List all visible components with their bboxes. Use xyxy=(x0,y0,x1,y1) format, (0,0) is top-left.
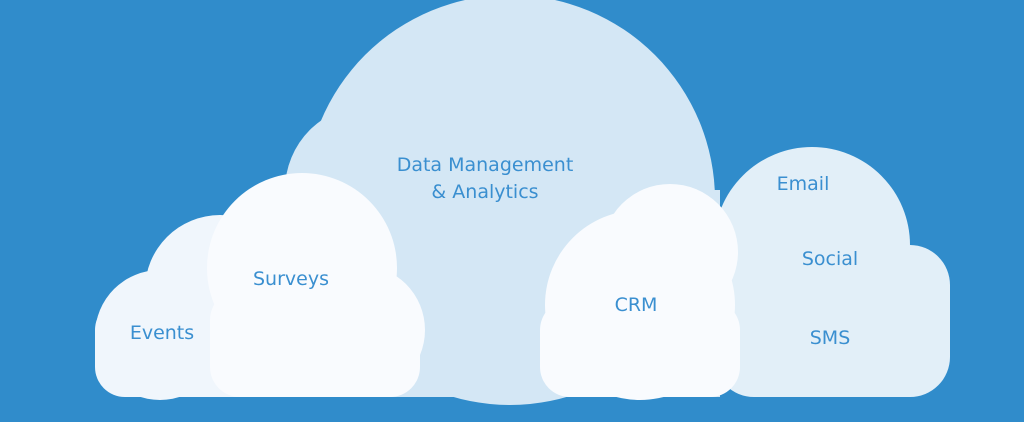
email-label: Email xyxy=(776,173,830,195)
events-label: Events xyxy=(129,322,195,344)
data-management-line2: & Analytics xyxy=(431,181,539,203)
surveys-label: Surveys xyxy=(253,268,329,290)
channels-cloud xyxy=(714,147,950,397)
surveys-cloud xyxy=(207,173,425,397)
data-management-label: Data Management & Analytics xyxy=(380,152,590,206)
data-management-line1: Data Management xyxy=(396,154,574,176)
social-label: Social xyxy=(801,248,859,270)
sms-label: SMS xyxy=(809,327,851,349)
crm-label: CRM xyxy=(614,294,658,316)
crm-cloud xyxy=(540,184,740,400)
